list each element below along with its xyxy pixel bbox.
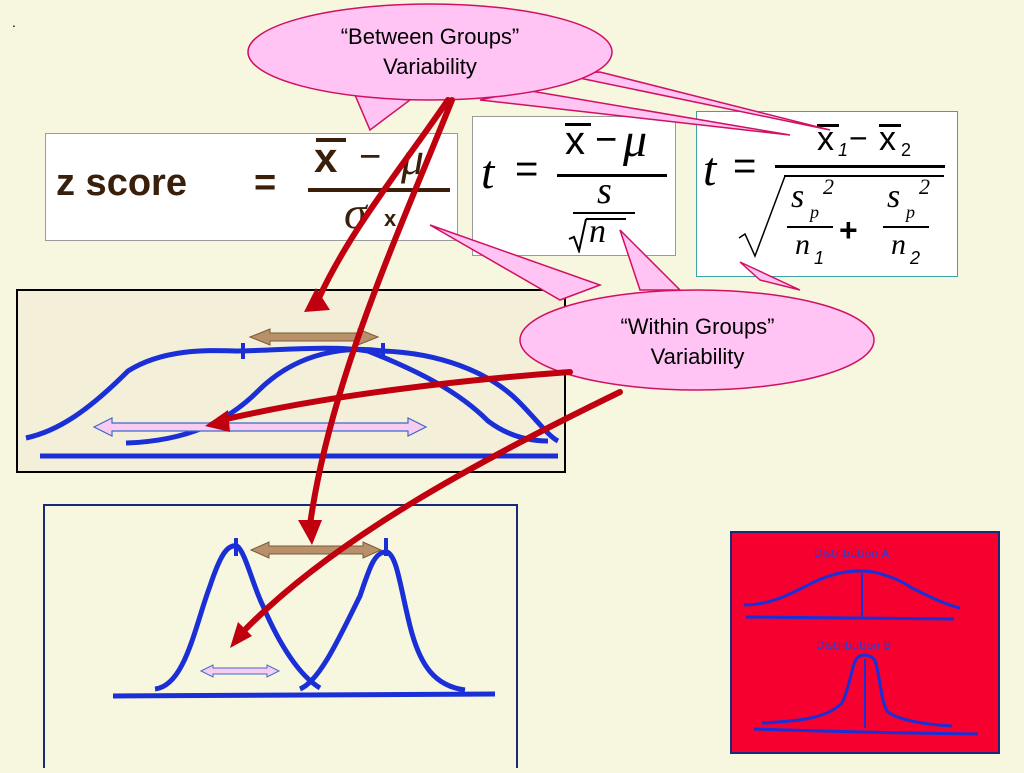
between-groups-line2: Variability <box>383 54 477 79</box>
distribution-a-label: Distribution A <box>814 547 890 560</box>
within-groups-callout <box>519 289 875 391</box>
t2-inner-bar-left <box>787 226 833 228</box>
t2-numerator-sub1: 1 <box>838 140 849 160</box>
t2-p-right: p <box>906 202 915 222</box>
arrowhead-bottom-between <box>298 520 322 545</box>
z-denominator-sub: x <box>384 206 397 231</box>
t2-plus: + <box>839 212 858 248</box>
within-groups-text: “Within Groups” Variability <box>560 312 835 372</box>
between-groups-line1: “Between Groups” <box>340 24 520 49</box>
distribution-b-baseline <box>753 727 979 736</box>
narrow-distributions-panel <box>43 504 518 768</box>
arrow-between-to-bottom-panel <box>307 97 455 528</box>
t1-denominator-n: n <box>589 213 606 250</box>
between-means-arrow <box>248 328 380 346</box>
within-callout-tail-mid <box>619 229 682 291</box>
t2-x2-overline <box>879 124 901 127</box>
t-one-sample-formula-box: t = x − μ s n <box>472 114 676 256</box>
arrowhead-bottom-within <box>230 622 252 648</box>
t2-sp-right: s <box>887 178 901 215</box>
between-groups-text: “Between Groups” Variability <box>290 22 570 82</box>
within-groups-line2: Variability <box>650 344 745 369</box>
t2-n1: 1 <box>814 248 825 268</box>
within-groups-line1: “Within Groups” <box>620 314 775 339</box>
arrow-within-to-top-panel <box>219 369 573 423</box>
t2-inner-bar-right <box>883 226 929 228</box>
z-fraction-bar <box>308 188 450 192</box>
z-numerator-minus: − <box>359 136 382 178</box>
t2-sp-left: s <box>791 178 805 215</box>
distribution-a-baseline <box>745 615 955 621</box>
narrow-baseline <box>112 691 496 699</box>
wide-spread-arrow <box>92 417 428 437</box>
z-score-label: z score <box>56 162 187 204</box>
t2-sq-left: 2 <box>823 174 834 199</box>
t2-numerator-minus: − <box>849 120 868 156</box>
t2-sqrt-overline <box>784 175 944 177</box>
t1-numerator-minus: − <box>595 119 618 161</box>
distribution-b-curve <box>761 653 953 728</box>
t1-numerator-mu: μ <box>623 114 648 167</box>
t2-numerator-sub2: 2 <box>901 140 912 160</box>
t2-numerator-x2: x <box>879 120 896 158</box>
t2-sqrt-sign <box>738 175 786 258</box>
between-callout-tail-left <box>353 94 413 132</box>
t1-equals: = <box>515 147 539 191</box>
arrow-between-to-top-panel <box>315 97 451 303</box>
t1-t: t <box>481 146 495 199</box>
t1-xbar-overline <box>565 123 591 126</box>
t2-t: t <box>703 143 717 196</box>
z-equals: = <box>254 162 277 204</box>
within-callout-tail-right <box>739 261 801 291</box>
wide-curve-left <box>25 345 549 444</box>
distribution-b-label: Distribution B <box>816 639 892 652</box>
narrow-distributions-drawing <box>112 538 496 699</box>
narrow-spread-arrow <box>199 664 281 678</box>
distribution-comparison-drawing <box>743 569 979 736</box>
z-xbar-overline <box>316 138 346 142</box>
t1-sqrt-sign <box>568 218 587 253</box>
t2-sq-right: 2 <box>919 174 930 199</box>
t1-sqrt-overline <box>586 218 626 220</box>
t2-x1-overline <box>817 124 839 127</box>
arrowhead-top-within <box>205 410 230 432</box>
t2-p-left: p <box>810 202 819 222</box>
t2-n2: 2 <box>910 248 921 268</box>
arrowhead-top-between <box>304 288 330 312</box>
t2-fraction-bar <box>775 165 945 168</box>
arrow-within-to-bottom-panel <box>237 389 623 638</box>
t1-denominator-s: s <box>597 170 612 212</box>
t2-equals: = <box>733 144 757 188</box>
t1-numerator-x: x <box>565 119 585 163</box>
t1-fraction-bar <box>557 174 667 177</box>
t-two-sample-formula-box: t = x 1 − x 2 s p 2 n 1 + s p 2 n 2 <box>696 111 958 277</box>
t2-n-left: n <box>795 228 810 261</box>
z-numerator-x: x <box>314 134 338 181</box>
between-groups-callout <box>247 3 613 101</box>
slide-dot: . <box>12 14 16 30</box>
within-callout-tail-left <box>429 224 603 301</box>
t1-inner-bar <box>573 212 635 214</box>
distribution-comparison-panel: Distribution A Distribution B <box>730 531 1000 754</box>
t2-n-right: n <box>891 228 906 261</box>
distribution-a-curve <box>743 569 961 610</box>
